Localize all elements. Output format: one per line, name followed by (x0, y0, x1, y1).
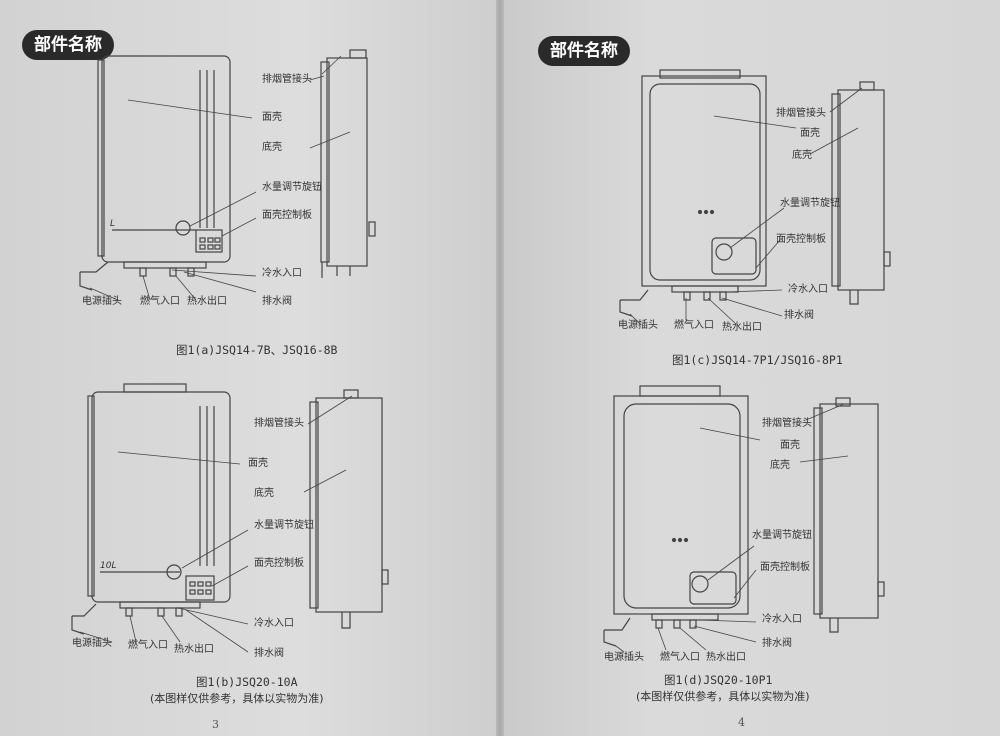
label-a-gas-in: 燃气入口 (140, 294, 180, 307)
control-panel-a (195, 229, 223, 253)
label-d-control: 面壳控制板 (760, 560, 810, 573)
label-c-gas-in: 燃气入口 (674, 318, 714, 331)
knob-c (715, 243, 733, 261)
label-a-flue: 排烟管接头 (262, 72, 312, 85)
label-b-face: 面壳 (248, 456, 268, 469)
knob-a (175, 220, 191, 236)
label-b-base: 底壳 (254, 486, 274, 499)
power-cord-d (603, 617, 631, 647)
power-cord-c (619, 289, 649, 317)
control-panel-c (711, 237, 757, 275)
section-title-left: 部件名称 (22, 30, 114, 60)
caption-fig-c: 图1(c)JSQ14-7P1/JSQ16-8P1 (672, 353, 843, 367)
control-panel-d (689, 571, 737, 605)
label-a-control: 面壳控制板 (262, 208, 312, 221)
control-panel-b (185, 575, 215, 601)
heater-front-c (649, 83, 761, 281)
label-d-flue: 排烟管接头 (762, 416, 812, 429)
knob-d (691, 575, 709, 593)
label-c-base: 底壳 (792, 148, 812, 161)
label-b-gas-in: 燃气入口 (128, 638, 168, 651)
label-c-plug: 电源插头 (618, 318, 658, 331)
label-b-flue: 排烟管接头 (254, 416, 304, 429)
label-c-control: 面壳控制板 (776, 232, 826, 245)
section-title-right: 部件名称 (538, 36, 630, 66)
label-d-gas-in: 燃气入口 (660, 650, 700, 663)
caption-fig-b: 图1(b)JSQ20-10A (196, 675, 298, 689)
label-a-cold-in: 冷水入口 (262, 266, 302, 279)
label-b-drain: 排水阀 (254, 646, 284, 659)
label-c-knob: 水量调节旋钮 (780, 196, 840, 209)
label-a-face: 面壳 (262, 110, 282, 123)
note-fig-d: (本图样仅供参考，具体以实物为准) (636, 690, 810, 703)
label-d-hot-out: 热水出口 (706, 650, 746, 663)
label-a-hot-out: 热水出口 (187, 294, 227, 307)
panel-label-b: 10L (100, 561, 116, 571)
left-page (0, 0, 498, 736)
power-cord-b (71, 603, 97, 635)
heater-front-d (623, 403, 741, 609)
label-b-hot-out: 热水出口 (174, 642, 214, 655)
heater-frame-d (613, 395, 749, 615)
label-c-hot-out: 热水出口 (722, 320, 762, 333)
label-d-face: 面壳 (780, 438, 800, 451)
page-gutter (496, 0, 504, 736)
power-cord-a (79, 261, 109, 291)
label-d-base: 底壳 (770, 458, 790, 471)
heater-edge-a (97, 59, 105, 257)
label-b-knob: 水量调节旋钮 (254, 518, 314, 531)
label-a-knob: 水量调节旋钮 (262, 180, 322, 193)
label-c-face: 面壳 (800, 126, 820, 139)
label-a-drain: 排水阀 (262, 294, 292, 307)
label-d-drain: 排水阀 (762, 636, 792, 649)
label-d-knob: 水量调节旋钮 (752, 528, 812, 541)
label-b-cold-in: 冷水入口 (254, 616, 294, 629)
right-page (502, 0, 1000, 736)
caption-fig-a: 图1(a)JSQ14-7B、JSQ16-8B (176, 343, 338, 357)
label-c-flue: 排烟管接头 (776, 106, 826, 119)
label-a-plug: 电源插头 (82, 294, 122, 307)
page-number-right: 4 (738, 716, 745, 729)
label-d-cold-in: 冷水入口 (762, 612, 802, 625)
note-fig-b: (本图样仅供参考，具体以实物为准) (150, 692, 324, 705)
label-c-drain: 排水阀 (784, 308, 814, 321)
caption-fig-d: 图1(d)JSQ20-10P1 (664, 673, 773, 687)
label-b-control: 面壳控制板 (254, 556, 304, 569)
label-a-base: 底壳 (262, 140, 282, 153)
label-c-cold-in: 冷水入口 (788, 282, 828, 295)
page-number-left: 3 (212, 718, 219, 731)
knob-b (166, 564, 182, 580)
label-d-plug: 电源插头 (604, 650, 644, 663)
heater-side-a (326, 57, 368, 267)
heater-side-d (819, 403, 879, 619)
panel-label-a: L (110, 219, 115, 229)
label-b-plug: 电源插头 (72, 636, 112, 649)
